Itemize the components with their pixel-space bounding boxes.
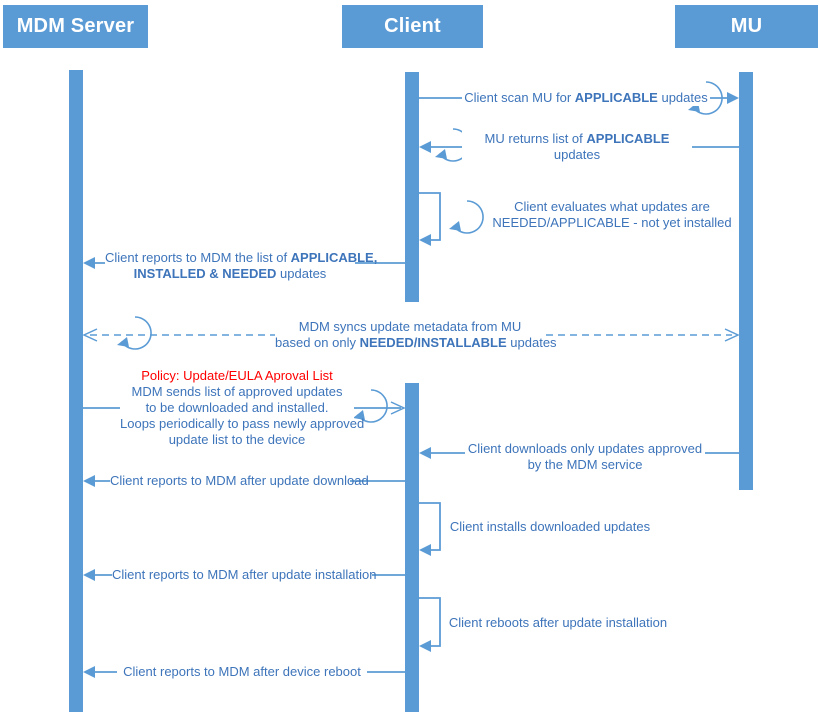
loop-icon-sync [116, 316, 152, 350]
msg-line: NEEDED/APPLICABLE - not yet installed [492, 215, 732, 230]
msg-installs-label: Client installs downloaded updates [445, 519, 655, 535]
msg-text: Client reports to MDM the list of [105, 250, 291, 265]
msg-sync-label: MDM syncs update metadata from MU based … [275, 319, 557, 351]
actor-box-mdm-server: MDM Server [3, 5, 148, 48]
lifeline-mdm-server [69, 70, 83, 712]
actor-box-mu: MU [675, 5, 818, 48]
msg-report-download-label: Client reports to MDM after update downl… [110, 473, 369, 489]
actor-label: MDM Server [16, 15, 135, 37]
msg-line: INSTALLED & NEEDED updates [105, 266, 355, 282]
lifeline-client-segment-2 [405, 383, 419, 712]
msg-evaluates-label: Client evaluates what updates are NEEDED… [492, 199, 732, 231]
arrow-sync-dashed [82, 328, 740, 342]
policy-title: Policy: Update/EULA Aproval List [141, 368, 333, 383]
msg-downloads-label: Client downloads only updates approved b… [465, 441, 705, 473]
msg-line: Loops periodically to pass newly approve… [120, 416, 365, 431]
msg-line: Client reports to MDM the list of APPLIC… [105, 250, 377, 266]
msg-line: Client downloads only updates approved [467, 441, 703, 456]
msg-text: updates [506, 335, 557, 350]
msg-line: update list to the device [168, 432, 306, 447]
msg-text: based on only [275, 335, 360, 350]
msg-line: MDM sends list of approved updates [131, 384, 343, 399]
msg-text-bold: INSTALLED & NEEDED [133, 266, 277, 281]
msg-mu-returns-label: MU returns list of APPLICABLE updates [462, 131, 692, 163]
msg-line: Client evaluates what updates are [514, 199, 710, 214]
msg-text-bold: NEEDED/INSTALLABLE [359, 335, 507, 350]
msg-reports-list-label: Client reports to MDM the list of APPLIC… [105, 250, 377, 282]
lifeline-client-segment-1 [405, 72, 419, 302]
msg-text-bold: APPLICABLE, [290, 250, 378, 265]
actor-label: MU [730, 15, 763, 37]
msg-line: to be downloaded and installed. [145, 400, 329, 415]
actor-box-client: Client [342, 5, 483, 48]
msg-text: updates [276, 266, 327, 281]
arrow-reboots-self [419, 597, 441, 652]
msg-report-install-label: Client reports to MDM after update insta… [112, 567, 377, 583]
msg-line: MU returns list of APPLICABLE [462, 131, 692, 147]
loop-icon-evaluates [448, 200, 484, 234]
actor-label: Client [384, 15, 441, 37]
msg-text: Client scan MU for [464, 90, 575, 105]
msg-text-bold: APPLICABLE [586, 131, 670, 146]
msg-line: MDM syncs update metadata from MU [298, 319, 522, 334]
msg-scan-label: Client scan MU for APPLICABLE updates [462, 90, 710, 106]
lifeline-mu [739, 72, 753, 490]
arrow-installs-self [419, 502, 441, 556]
msg-line: by the MDM service [527, 457, 643, 472]
msg-report-reboot-label: Client reports to MDM after device reboo… [117, 664, 367, 680]
msg-text-bold: APPLICABLE [574, 90, 658, 105]
arrow-evaluates-self [419, 192, 441, 246]
msg-text: updates [657, 90, 708, 105]
msg-line: updates [553, 147, 601, 162]
msg-policy-label: Policy: Update/EULA Aproval List MDM sen… [120, 368, 365, 448]
msg-reboots-label: Client reboots after update installation [448, 615, 668, 631]
msg-line: based on only NEEDED/INSTALLABLE updates [275, 335, 557, 351]
msg-text: MU returns list of [484, 131, 587, 146]
